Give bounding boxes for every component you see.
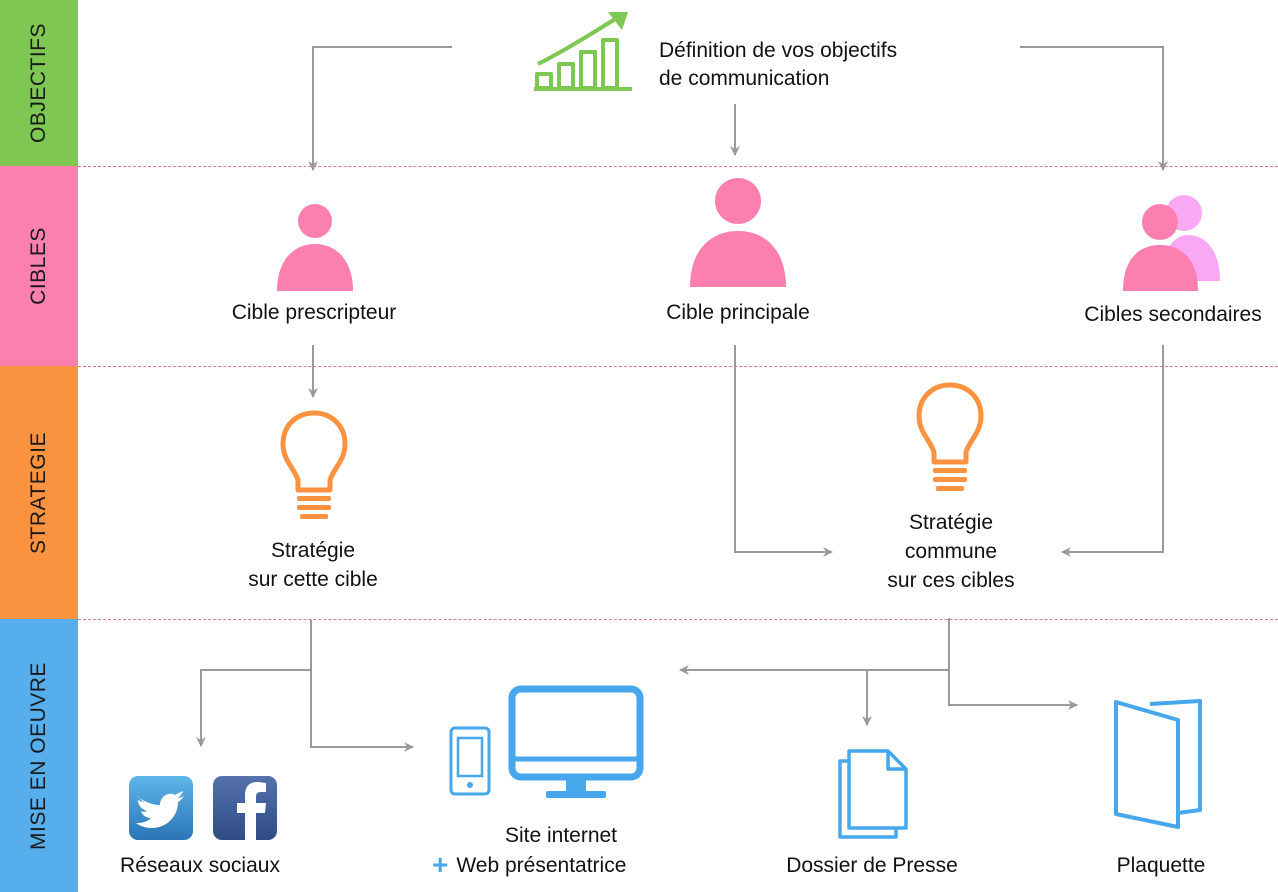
target-label-secondaires: Cibles secondaires xyxy=(1084,303,1262,326)
lightbulb-icon xyxy=(280,410,348,519)
output-label-site-line2: + Web présentatrice xyxy=(432,848,626,880)
strategy-cette-cible-line1: Stratégie xyxy=(270,539,356,562)
person-icon xyxy=(277,204,353,291)
divider-line xyxy=(78,166,1278,167)
row-mise-en-oeuvre: MISE EN OEUVRE xyxy=(0,619,78,892)
objectives-text-line2: de communication xyxy=(659,67,830,90)
arrow-commune-to-plaquette xyxy=(948,670,1078,710)
arrow-objectives-to-secondaires xyxy=(1020,46,1168,171)
output-label-site-line1: Site internet xyxy=(504,824,618,847)
plus-icon: + xyxy=(432,849,449,880)
facebook-icon xyxy=(213,776,277,840)
smartphone-icon xyxy=(449,726,491,796)
lightbulb-icon xyxy=(916,382,984,491)
arrow-secondaires-to-commune xyxy=(1061,345,1164,557)
person-icon xyxy=(690,178,786,287)
group-icon xyxy=(1123,195,1220,291)
row-cibles: CIBLES xyxy=(0,166,78,366)
monitor-icon xyxy=(508,685,644,798)
arrow-strategy-to-reseaux xyxy=(196,620,312,747)
target-label-principale: Cible principale xyxy=(666,301,810,324)
growth-chart-icon xyxy=(534,12,632,91)
row-strategie: STRATEGIE xyxy=(0,366,78,619)
brochure-icon xyxy=(1114,699,1202,829)
arrow-objectives-to-prescripteur xyxy=(308,46,452,171)
strategy-cette-cible-line2: sur cette cible xyxy=(248,568,378,591)
arrow-commune-to-site xyxy=(679,618,950,675)
divider-line xyxy=(78,619,1278,620)
output-label-site-text: Web présentatrice xyxy=(456,854,627,877)
strategy-commune-line2: commune xyxy=(904,540,998,563)
arrow-principale-to-commune xyxy=(734,345,833,557)
target-label-prescripteur: Cible prescripteur xyxy=(231,301,397,324)
arrow-strategy-to-site xyxy=(310,670,414,752)
divider-line xyxy=(78,366,1278,367)
strategy-commune-line1: Stratégie xyxy=(908,511,994,534)
row-objectifs: OBJECTIFS xyxy=(0,0,78,166)
strategy-commune-line3: sur ces cibles xyxy=(887,569,1015,592)
twitter-icon xyxy=(129,776,193,840)
output-label-plaquette: Plaquette xyxy=(1116,854,1206,877)
output-label-reseaux: Réseaux sociaux xyxy=(120,854,280,877)
objectives-text-line1: Définition de vos objectifs xyxy=(659,39,898,62)
output-label-dossier: Dossier de Presse xyxy=(786,854,958,877)
document-icon xyxy=(838,749,908,839)
